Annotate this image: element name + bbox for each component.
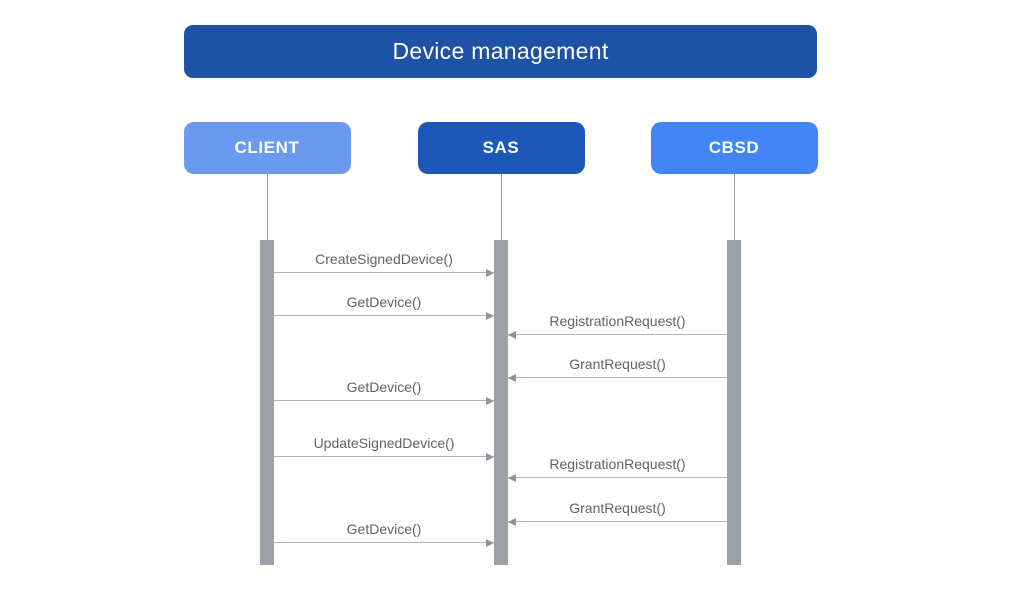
message-arrowhead (486, 268, 494, 277)
message-arrowhead (508, 330, 516, 339)
message-arrowhead (486, 538, 494, 547)
message-arrow-line (508, 334, 727, 335)
message-arrow-line (508, 521, 727, 522)
message-arrow-line (274, 400, 494, 401)
message-arrowhead (486, 396, 494, 405)
message-label: RegistrationRequest() (549, 456, 686, 472)
activation-bar-client (260, 240, 274, 565)
message-arrowhead (486, 311, 494, 320)
message-arrowhead (508, 517, 516, 526)
message-arrow-line (274, 315, 494, 316)
participant-box-sas: SAS (417, 122, 585, 174)
message-label: GetDevice() (346, 379, 422, 395)
message-label: RegistrationRequest() (549, 313, 686, 329)
activation-bar-cbsd (727, 240, 741, 565)
message-label: UpdateSignedDevice() (313, 435, 455, 451)
lifeline-cbsd (734, 174, 735, 240)
message-label: CreateSignedDevice() (315, 251, 453, 267)
message-arrow-line (508, 477, 727, 478)
diagram-title: Device management (184, 25, 817, 78)
message-arrowhead (508, 473, 516, 482)
message-arrow-line (508, 377, 727, 378)
message-label: GrantRequest() (569, 356, 666, 372)
message-arrowhead (486, 452, 494, 461)
activation-bar-sas (494, 240, 508, 565)
message-arrowhead (508, 373, 516, 382)
participant-box-client: CLIENT (183, 122, 351, 174)
message-label: GrantRequest() (569, 500, 666, 516)
message-arrow-line (274, 272, 494, 273)
lifeline-client (267, 174, 268, 240)
lifeline-sas (501, 174, 502, 240)
message-label: GetDevice() (346, 521, 422, 537)
message-arrow-line (274, 456, 494, 457)
message-arrow-line (274, 542, 494, 543)
participant-box-cbsd: CBSD (650, 122, 818, 174)
message-label: GetDevice() (346, 294, 422, 310)
